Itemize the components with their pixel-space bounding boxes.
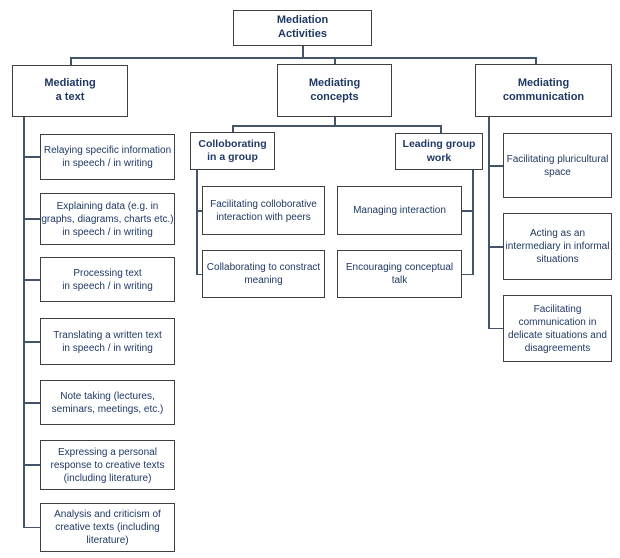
node-processing-text: Processing text in speech / in writing bbox=[40, 257, 175, 302]
node-translating-written-text: Translating a written text in speech / i… bbox=[40, 318, 175, 365]
connector-concepts-distribution bbox=[232, 125, 441, 127]
node-label: Note taking (lectures, seminars, meeting… bbox=[51, 390, 164, 415]
connector-drop-concepts bbox=[334, 57, 336, 65]
connector-drop-leading bbox=[440, 125, 442, 133]
node-label: Processing text in speech / in writing bbox=[62, 267, 153, 292]
connector-text-stub-2 bbox=[23, 218, 40, 220]
connector-text-stub-1 bbox=[23, 156, 40, 158]
node-label: Relaying specific information in speech … bbox=[43, 145, 172, 169]
connector-text-stub-6 bbox=[23, 464, 40, 466]
node-managing-interaction: Managing interaction bbox=[337, 186, 462, 235]
connector-text-stub-7 bbox=[23, 526, 40, 528]
node-label: Colloborating in a group bbox=[198, 137, 267, 163]
connector-leading-stub-1 bbox=[462, 210, 473, 212]
node-mediating-a-text: Mediating a text bbox=[12, 65, 128, 117]
connector-text-stub-3 bbox=[23, 279, 40, 281]
connector-root-stub bbox=[302, 46, 304, 57]
node-relaying-specific-information: Relaying specific information in speech … bbox=[40, 134, 175, 180]
node-explaining-data: Explaining data (e.g. in graphs, diagram… bbox=[40, 193, 175, 245]
node-label: Managing interaction bbox=[353, 205, 446, 216]
connector-communication-trunk bbox=[488, 117, 490, 329]
node-label: Mediation Activities bbox=[276, 14, 329, 40]
connector-communication-stub-1 bbox=[488, 165, 503, 167]
node-encouraging-conceptual-talk: Encouraging conceptual talk bbox=[337, 250, 462, 298]
connector-drop-communication bbox=[535, 57, 537, 65]
connector-leading-trunk bbox=[472, 170, 474, 275]
node-label: Mediating a text bbox=[44, 77, 96, 103]
node-note-taking: Note taking (lectures, seminars, meeting… bbox=[40, 380, 175, 425]
node-analysis-and-criticism: Analysis and criticism of creative texts… bbox=[40, 503, 175, 552]
node-leading-group-work: Leading group work bbox=[395, 133, 483, 170]
node-facilitating-colloborative-interaction: Facilitating colloborative interaction w… bbox=[202, 186, 325, 235]
connector-concepts-stub bbox=[334, 117, 336, 125]
node-label: Acting as an intermediary in informal si… bbox=[505, 228, 610, 265]
node-label: Mediating communication bbox=[502, 76, 585, 103]
node-label: Analysis and criticism of creative texts… bbox=[54, 509, 161, 546]
node-facilitating-communication-delicate: Facilitating communication in delicate s… bbox=[503, 295, 612, 362]
connector-text-stub-5 bbox=[23, 402, 40, 404]
connector-communication-stub-3 bbox=[488, 327, 503, 329]
node-mediation-activities: Mediation Activities bbox=[233, 10, 372, 46]
connector-communication-stub-2 bbox=[488, 246, 503, 248]
connector-text-stub-4 bbox=[23, 341, 40, 343]
connector-colloborating-stub-1 bbox=[196, 210, 202, 212]
node-label: Mediating concepts bbox=[308, 76, 361, 103]
node-label: Expressing a personal response to creati… bbox=[50, 446, 165, 484]
node-facilitating-pluricultural-space: Facilitating pluricultural space bbox=[503, 133, 612, 198]
node-label: Explaining data (e.g. in graphs, diagram… bbox=[41, 200, 174, 238]
node-label: Translating a written text in speech / i… bbox=[53, 329, 162, 354]
node-label: Encouraging conceptual talk bbox=[345, 262, 454, 286]
node-mediating-communication: Mediating communication bbox=[475, 64, 612, 117]
node-collaborating-to-constract-meaning: Collaborating to constract meaning bbox=[202, 250, 325, 298]
connector-drop-colloborating bbox=[232, 125, 234, 132]
connector-colloborating-stub-2 bbox=[196, 273, 202, 275]
connector-drop-text bbox=[70, 57, 72, 66]
connector-distribution bbox=[70, 57, 536, 59]
node-expressing-personal-response: Expressing a personal response to creati… bbox=[40, 440, 175, 490]
connector-colloborating-trunk bbox=[196, 170, 198, 275]
node-label: Facilitating communication in delicate s… bbox=[508, 303, 607, 354]
node-label: Leading group work bbox=[402, 138, 476, 164]
node-mediating-concepts: Mediating concepts bbox=[277, 64, 392, 117]
connector-text-trunk bbox=[23, 117, 25, 528]
node-label: Facilitating pluricultural space bbox=[506, 153, 609, 178]
node-label: Collaborating to constract meaning bbox=[206, 262, 321, 286]
node-colloborating-in-a-group: Colloborating in a group bbox=[190, 132, 275, 170]
connector-leading-stub-2 bbox=[462, 273, 473, 275]
node-acting-as-intermediary: Acting as an intermediary in informal si… bbox=[503, 213, 612, 280]
node-label: Facilitating colloborative interaction w… bbox=[210, 198, 317, 223]
